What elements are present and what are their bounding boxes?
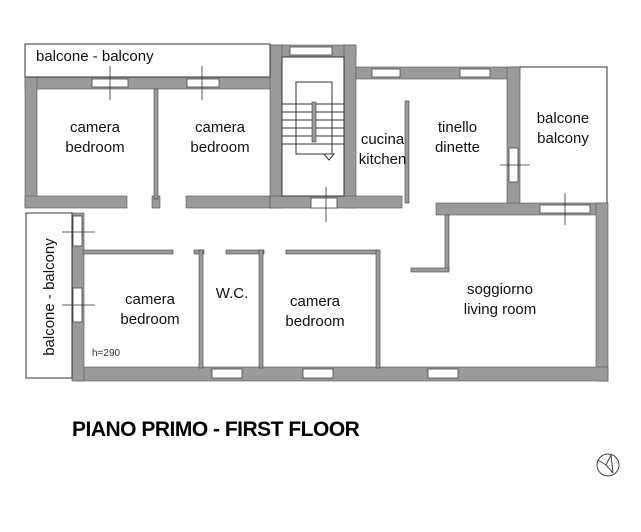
room-label-balcony-right: balcone balcony [528, 109, 598, 149]
room-name-en: kitchen [358, 151, 407, 168]
room-name-en: balcony [537, 130, 589, 147]
ceiling-height: h=290 [92, 348, 121, 359]
room-name-en: bedroom [285, 313, 345, 330]
room-name-it: camera [69, 119, 121, 136]
room-name-en: bedroom [190, 139, 250, 156]
room-name-en: bedroom [65, 139, 125, 156]
room-name-it: camera [124, 291, 176, 308]
room-label-kitchen: cucina kitchen [355, 130, 410, 170]
floor-title: PIANO PRIMO - FIRST FLOOR [72, 418, 360, 441]
room-label-living-room: soggiorno living room [450, 280, 550, 320]
room-label-wc: W.C. [215, 285, 249, 302]
compass-icon [596, 453, 620, 477]
room-name-en: bedroom [120, 311, 180, 328]
room-label-balcony-top: balcone - balcony [36, 48, 154, 65]
room-label-balcony-left: balcone - balcony [41, 238, 58, 356]
room-name-it: camera [289, 293, 341, 310]
room-name-en: living room [463, 301, 537, 318]
room-name-en: dinette [434, 139, 481, 156]
room-label-bedroom-3: camera bedroom [105, 290, 195, 330]
room-label-bedroom-4: camera bedroom [270, 292, 360, 332]
room-name-it: balcone [536, 110, 590, 127]
room-label-bedroom-1: camera bedroom [60, 118, 130, 158]
room-label-bedroom-2: camera bedroom [180, 118, 260, 158]
room-name-it: cucina [360, 131, 405, 148]
room-label-dinette: tinello dinette [425, 118, 490, 158]
room-name-it: camera [194, 119, 246, 136]
room-name-it: soggiorno [467, 281, 533, 298]
room-name-it: tinello [437, 119, 478, 136]
